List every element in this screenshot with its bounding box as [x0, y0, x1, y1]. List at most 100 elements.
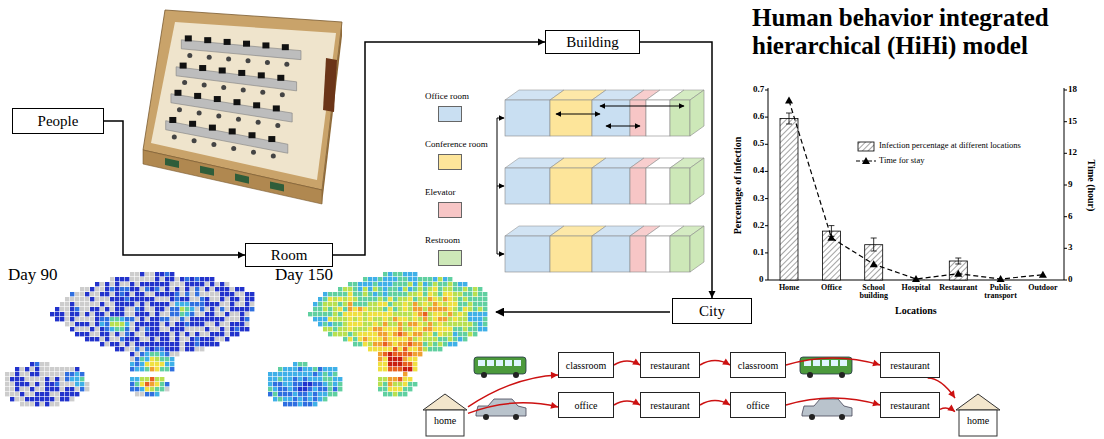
house-node: home: [955, 393, 1001, 437]
map-cell: [190, 312, 194, 316]
category-label: School building: [852, 284, 896, 301]
map-cell: [30, 382, 34, 386]
map-cell: [150, 327, 154, 331]
window: [235, 174, 249, 184]
map-cell: [240, 292, 244, 296]
map-cell: [413, 317, 417, 321]
map-cell: [140, 292, 144, 296]
heat-map: [5, 272, 254, 406]
map-cell: [398, 272, 402, 276]
map-cell: [35, 377, 39, 381]
floor-room: [646, 236, 670, 272]
map-cell: [308, 312, 312, 316]
map-cell: [478, 297, 482, 301]
map-cell: [438, 297, 442, 301]
map-cell: [70, 292, 74, 296]
map-cell: [398, 367, 402, 371]
map-cell: [130, 377, 134, 381]
map-cell: [210, 342, 214, 346]
map-cell: [75, 312, 79, 316]
map-cell: [160, 302, 164, 306]
map-cell: [323, 377, 327, 381]
map-cell: [140, 282, 144, 286]
map-cell: [150, 382, 154, 386]
map-cell: [175, 352, 179, 356]
map-cell: [55, 312, 59, 316]
map-cell: [165, 312, 169, 316]
map-cell: [413, 277, 417, 281]
map-cell: [423, 327, 427, 331]
map-cell: [150, 367, 154, 371]
map-cell: [150, 292, 154, 296]
map-cell: [35, 382, 39, 386]
map-cell: [483, 317, 487, 321]
map-cell: [100, 307, 104, 311]
map-cell: [428, 292, 432, 296]
map-cell: [323, 392, 327, 396]
map-cell: [55, 377, 59, 381]
bar-chart: [765, 88, 1067, 282]
map-cell: [343, 292, 347, 296]
map-cell: [338, 302, 342, 306]
map-cell: [235, 307, 239, 311]
map-cell: [175, 282, 179, 286]
map-cell: [175, 322, 179, 326]
map-cell: [190, 287, 194, 291]
map-cell: [10, 397, 14, 401]
map-cell: [170, 342, 174, 346]
map-cell: [200, 337, 204, 341]
floor-room: [630, 100, 646, 136]
map-cell: [185, 302, 189, 306]
map-cell: [403, 327, 407, 331]
map-cell: [85, 292, 89, 296]
map-cell: [145, 342, 149, 346]
map-cell: [473, 332, 477, 336]
map-cell: [185, 282, 189, 286]
map-cell: [288, 377, 292, 381]
map-cell: [40, 402, 44, 406]
chair: [172, 134, 177, 139]
map-cell: [348, 312, 352, 316]
map-cell: [140, 287, 144, 291]
map-cell: [145, 327, 149, 331]
activity-box: classroom: [730, 352, 786, 378]
map-cell: [50, 377, 54, 381]
map-cell: [333, 292, 337, 296]
map-cell: [25, 372, 29, 376]
map-cell: [20, 367, 24, 371]
map-cell: [230, 317, 234, 321]
map-cell: [20, 382, 24, 386]
map-cell: [70, 367, 74, 371]
map-cell: [140, 277, 144, 281]
map-cell: [185, 332, 189, 336]
monitor: [273, 105, 280, 111]
map-cell: [150, 377, 154, 381]
map-cell: [200, 322, 204, 326]
floor-room: [630, 168, 646, 204]
movement-arrow: [600, 106, 684, 107]
map-cell: [195, 332, 199, 336]
map-title: Day 150: [275, 266, 333, 285]
map-cell: [293, 392, 297, 396]
map-cell: [378, 292, 382, 296]
map-cell: [393, 297, 397, 301]
map-cell: [185, 312, 189, 316]
triangle-marker: [827, 234, 835, 241]
map-cell: [443, 282, 447, 286]
map-cell: [40, 367, 44, 371]
legend-bar-sample: [858, 142, 874, 151]
map-cell: [403, 287, 407, 291]
map-cell: [150, 282, 154, 286]
arrowhead: [538, 39, 545, 46]
map-cell: [348, 302, 352, 306]
map-cell: [70, 372, 74, 376]
map-cell: [15, 367, 19, 371]
map-cell: [468, 317, 472, 321]
map-cell: [413, 297, 417, 301]
map-cell: [10, 392, 14, 396]
map-cell: [25, 377, 29, 381]
map-cell: [140, 272, 144, 276]
map-cell: [155, 322, 159, 326]
map-cell: [235, 312, 239, 316]
map-cell: [105, 297, 109, 301]
